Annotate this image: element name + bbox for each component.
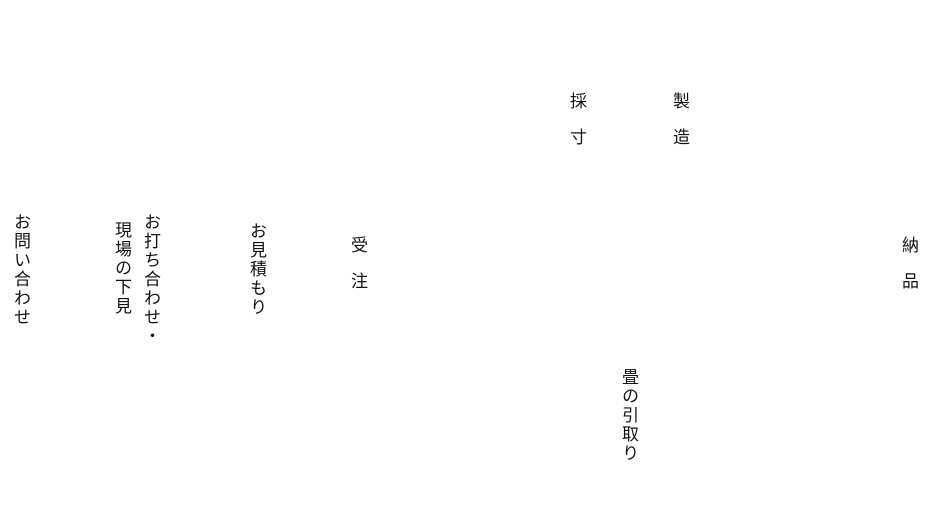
step-measure: 採寸: [566, 92, 586, 164]
step-inquiry: お問い合わせ: [10, 213, 30, 327]
step-meeting-site-survey: お打ち合わせ・ 現場の下見: [111, 213, 160, 346]
step-tatami-pickup: 畳の引取り: [618, 368, 638, 463]
step-estimate: お見積もり: [246, 222, 266, 317]
step-delivery: 納品: [898, 236, 918, 308]
step-manufacture: 製造: [669, 92, 689, 164]
step-order: 受注: [347, 236, 367, 308]
step-meeting-line2: 現場の下見: [111, 221, 131, 316]
step-meeting-line1: お打ち合わせ・: [140, 213, 160, 346]
